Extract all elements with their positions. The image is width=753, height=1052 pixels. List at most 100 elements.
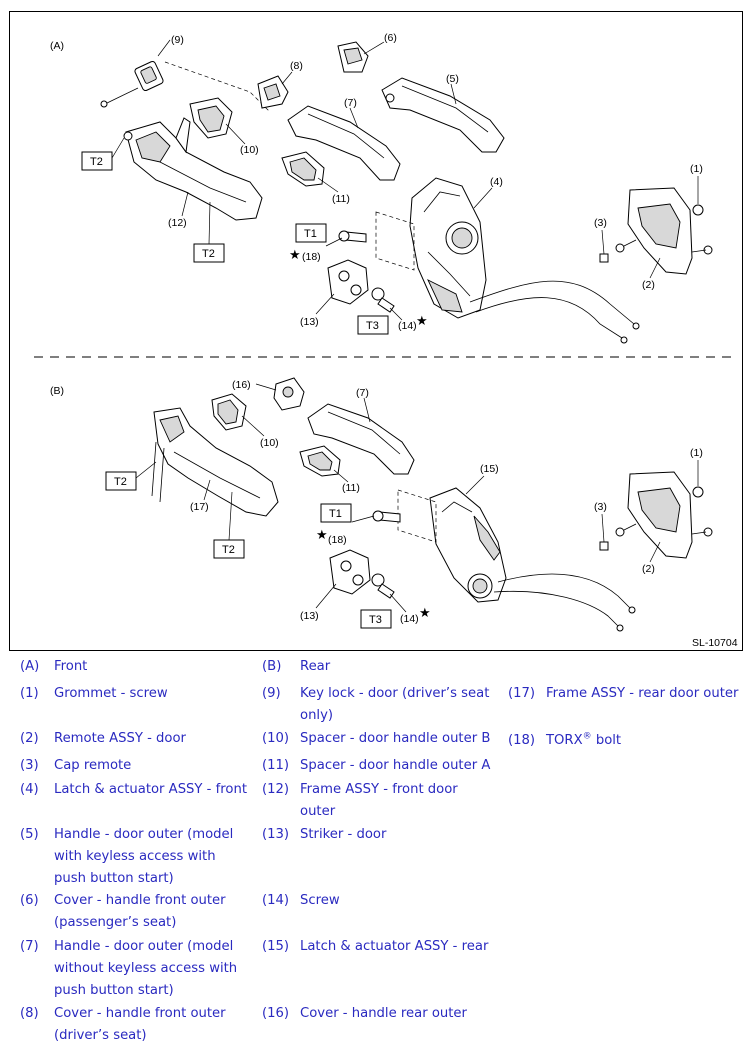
torx-bolt-a [338,230,367,243]
legend-code: (3) [20,758,39,773]
legend-text: Cover - handle front outer [54,893,226,908]
star-b2: ★ [419,606,431,621]
callout-14b: (14) [400,613,419,625]
t1-box-b [320,503,352,523]
callout-15: (15) [480,463,499,475]
torque-t3-b: T3 [369,614,382,626]
callout-18b: (18) [328,534,347,546]
legend-text: Spacer - door handle outer B [300,731,491,746]
torx-bolt-b [372,510,401,523]
cover-rear-part [273,377,305,411]
spacer-a-part-b [299,445,341,477]
legend-text: outer [300,804,336,819]
callout-10: (10) [240,144,259,156]
callout-3a: (3) [594,217,607,229]
torque-t2-b2: T2 [222,544,235,556]
callout-11b: (11) [342,482,360,494]
legend-text: Grommet - screw [54,686,168,701]
exploded-parts-diagram: (A) (9) (8) (6) (5) (10) (7) [9,11,743,651]
legend-code: (7) [20,939,39,954]
frame-front-part [123,117,263,221]
callout-18a: (18) [302,251,321,263]
latch-front-part [409,177,487,319]
striker-a [327,259,369,305]
callout-6: (6) [384,32,397,44]
callout-5: (5) [446,73,459,85]
legend-text: Screw [300,893,340,908]
handle-no-keyless-part-a [287,105,401,181]
striker-b [329,549,371,595]
legend-text: without keyless access with [54,961,238,976]
latch-rear-part [429,487,507,603]
callout-11: (11) [332,193,350,205]
legend-text: Front [54,659,88,674]
callout-16: (16) [232,379,251,391]
callout-10b: (10) [260,437,279,449]
legend-code: (10) [262,731,290,746]
callout-13b: (13) [300,610,319,622]
t3-box-b [360,609,392,629]
legend-text: (passenger’s seat) [54,915,177,930]
panel-b-label: (B) [50,385,64,397]
callout-2a: (2) [642,279,655,291]
cover-front-passenger-part [337,41,369,73]
legend-code: (18) [508,733,536,748]
diagram-drawing: (A) (9) (8) (6) (5) (10) (7) [34,32,738,649]
t1-box-a [295,223,327,243]
callout-7b: (7) [356,387,369,399]
cable-a2 [475,297,623,339]
figure-id: SL-10704 [692,637,738,649]
legend-text: Cover - handle rear outer [300,1006,467,1021]
legend-code: (13) [262,827,290,842]
callout-2b: (2) [642,563,655,575]
t2-box-b1 [105,471,137,491]
spacer-b-part [189,97,233,139]
legend-code: (15) [262,939,290,954]
torque-t2-b1: T2 [114,476,127,488]
callout-9: (9) [171,34,184,46]
callout-12: (12) [168,217,187,229]
star-a1: ★ [289,248,301,263]
legend-code: (14) [262,893,290,908]
callout-1b: (1) [690,447,703,459]
legend-code: (16) [262,1006,290,1021]
legend-text: Cover - handle front outer [54,1006,226,1021]
spacer-a-part [281,151,325,187]
legend-code: (B) [262,659,282,674]
legend-code: (4) [20,782,39,797]
legend-text: push button start) [54,871,174,886]
legend-text: with keyless access with [54,849,216,864]
registered-mark: ® [582,731,592,742]
torque-t2-a2: T2 [202,248,215,260]
legend-text: Latch & actuator ASSY - front [54,782,248,797]
torque-t1-a: T1 [304,228,317,240]
legend-code: (9) [262,686,281,701]
t2-box-a1 [81,151,113,171]
callout-7: (7) [344,97,357,109]
legend-code: (11) [262,758,290,773]
handle-keyless-part [381,77,505,153]
legend-text: only) [300,708,334,723]
legend-text: (driver’s seat) [54,1028,147,1043]
legend-text: Latch & actuator ASSY - rear [300,939,489,954]
legend-text: Handle - door outer (model [54,939,234,954]
key-lock-part [100,60,271,113]
star-a2: ★ [416,314,428,329]
callout-13a: (13) [300,316,319,328]
cable-b1 [497,573,631,609]
legend-text: Frame ASSY - front door [300,782,458,797]
legend-text: push button start) [54,983,174,998]
star-b1: ★ [316,528,328,543]
cable-b2 [493,590,619,627]
torque-t1-b: T1 [329,508,342,520]
callout-8: (8) [290,60,303,72]
legend-text: Frame ASSY - rear door outer [546,686,739,701]
torque-t3-a: T3 [366,320,379,332]
legend-code: (6) [20,893,39,908]
screw-a [371,287,395,313]
legend-code: (5) [20,827,39,842]
legend-text: Spacer - door handle outer A [300,758,491,773]
legend-code: (2) [20,731,39,746]
callout-17: (17) [190,501,209,513]
panel-a-label: (A) [50,40,64,52]
